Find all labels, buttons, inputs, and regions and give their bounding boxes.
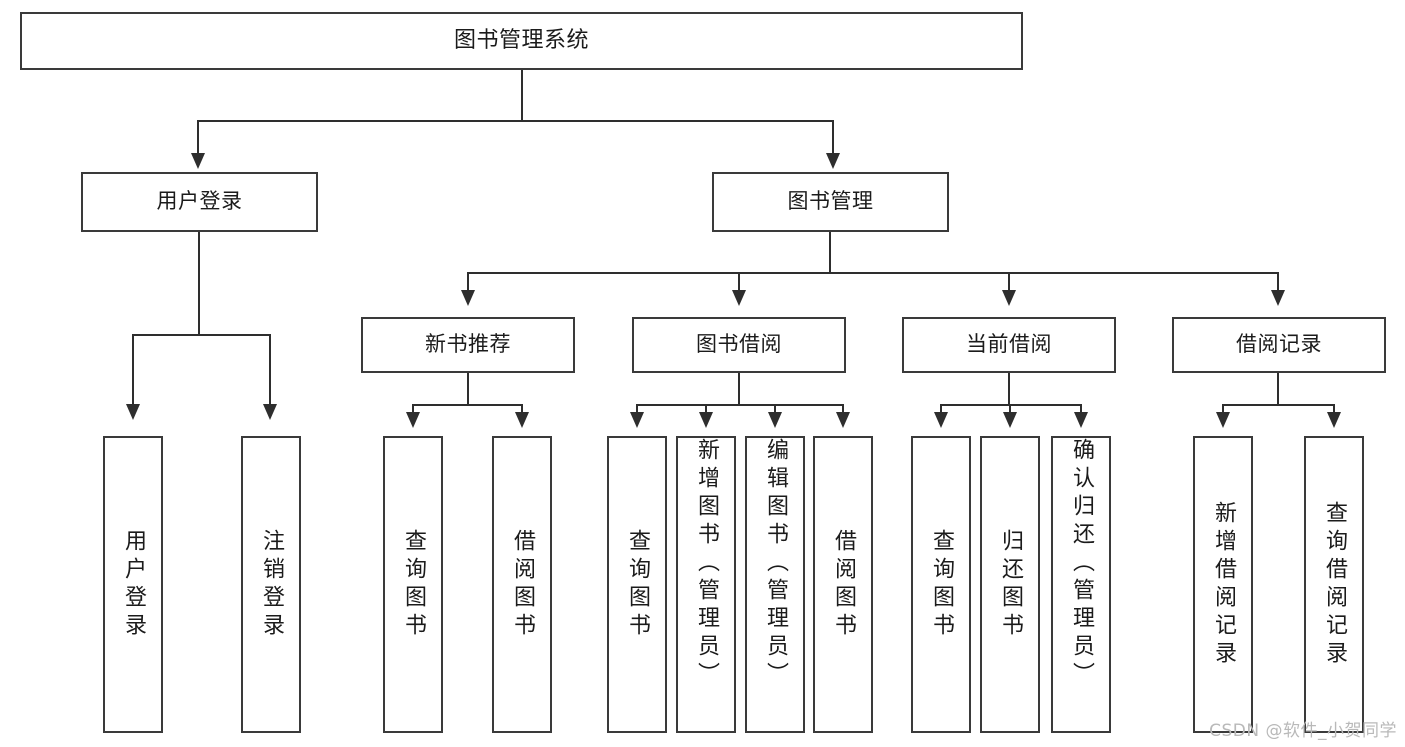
edge-cb-to-leaf-3 (1080, 404, 1082, 416)
edge-user-login-bar (132, 334, 269, 336)
edge-cb-to-leaf-2 (1009, 404, 1011, 416)
node-label: 图书管理系统 (453, 27, 589, 53)
node-label: 确认归还（管理员） (1069, 438, 1094, 690)
arrowhead-current-borrow (1002, 290, 1016, 306)
node-label: 注销登录 (259, 528, 284, 641)
node-label: 借阅图书 (510, 528, 535, 641)
arrowhead-bb-leaf-3 (768, 412, 782, 428)
node-borrow-record[interactable]: 借阅记录 (1172, 317, 1386, 373)
node-label: 查询图书 (929, 528, 954, 641)
edge-br-bar (1222, 404, 1335, 406)
edge-user-login-trunk (198, 232, 200, 336)
edge-br-trunk (1277, 373, 1279, 406)
edge-bb-to-leaf-3 (774, 404, 776, 416)
arrowhead-nbr-leaf-1 (406, 412, 420, 428)
node-label: 新增图书（管理员） (694, 438, 719, 690)
edge-cb-bar (940, 404, 1082, 406)
leaf-br-query-record[interactable]: 查询借阅记录 (1304, 436, 1364, 733)
edge-to-borrow-record (1277, 272, 1279, 292)
node-label: 新增借阅记录 (1211, 500, 1236, 669)
node-current-borrow[interactable]: 当前借阅 (902, 317, 1116, 373)
node-label: 用户登录 (156, 189, 243, 214)
node-new-book-recommend[interactable]: 新书推荐 (361, 317, 575, 373)
arrowhead-bb-leaf-2 (699, 412, 713, 428)
leaf-cb-query-book[interactable]: 查询图书 (911, 436, 971, 733)
node-label: 查询图书 (401, 528, 426, 641)
edge-bb-to-leaf-1 (636, 404, 638, 416)
node-label: 新书推荐 (425, 332, 511, 357)
edge-nbr-trunk (467, 373, 469, 406)
node-label: 编辑图书（管理员） (763, 438, 788, 690)
edge-nbr-bar (412, 404, 523, 406)
arrowhead-new-book-recommend (461, 290, 475, 306)
node-root-system[interactable]: 图书管理系统 (20, 12, 1023, 70)
node-book-manage[interactable]: 图书管理 (712, 172, 949, 232)
edge-to-current-borrow (1008, 272, 1010, 292)
edge-to-book-borrow (738, 272, 740, 292)
edge-bb-trunk (738, 373, 740, 406)
arrowhead-cb-leaf-2 (1003, 412, 1017, 428)
node-label: 查询借阅记录 (1322, 500, 1347, 669)
arrowhead-book-manage (826, 153, 840, 169)
leaf-nbr-query-book[interactable]: 查询图书 (383, 436, 443, 733)
node-book-borrow[interactable]: 图书借阅 (632, 317, 846, 373)
arrowhead-leaf-user-login (126, 404, 140, 420)
edge-root-to-user-login (197, 120, 199, 156)
node-label: 借阅记录 (1236, 332, 1322, 357)
leaf-user-login[interactable]: 用户登录 (103, 436, 163, 733)
leaf-logout[interactable]: 注销登录 (241, 436, 301, 733)
edge-cb-trunk (1008, 373, 1010, 406)
edge-bb-bar (636, 404, 844, 406)
arrowhead-bb-leaf-4 (836, 412, 850, 428)
leaf-bb-query-book[interactable]: 查询图书 (607, 436, 667, 733)
arrowhead-borrow-record (1271, 290, 1285, 306)
leaf-bb-borrow-book[interactable]: 借阅图书 (813, 436, 873, 733)
node-label: 查询图书 (625, 528, 650, 641)
arrowhead-br-leaf-2 (1327, 412, 1341, 428)
edge-cb-to-leaf-1 (940, 404, 942, 416)
edge-nbr-to-leaf-2 (521, 404, 523, 416)
edge-to-leaf-logout (269, 334, 271, 406)
leaf-nbr-borrow-book[interactable]: 借阅图书 (492, 436, 552, 733)
leaf-cb-return-book[interactable]: 归还图书 (980, 436, 1040, 733)
edge-book-manage-trunk (829, 232, 831, 274)
edge-root-trunk (521, 70, 523, 121)
node-user-login[interactable]: 用户登录 (81, 172, 318, 232)
node-label: 归还图书 (998, 528, 1023, 641)
edge-root-bar (197, 120, 834, 122)
node-label: 图书管理 (787, 189, 874, 214)
node-label: 图书借阅 (696, 332, 782, 357)
edge-book-manage-bar (467, 272, 1279, 274)
edge-br-to-leaf-2 (1333, 404, 1335, 416)
edge-to-new-book-recommend (467, 272, 469, 292)
arrowhead-book-borrow (732, 290, 746, 306)
edge-nbr-to-leaf-1 (412, 404, 414, 416)
arrowhead-user-login (191, 153, 205, 169)
edge-to-leaf-user-login (132, 334, 134, 406)
leaf-bb-add-book-admin[interactable]: 新增图书（管理员） (676, 436, 736, 733)
edge-root-to-book-manage (832, 120, 834, 156)
arrowhead-cb-leaf-1 (934, 412, 948, 428)
leaf-cb-confirm-return-admin[interactable]: 确认归还（管理员） (1051, 436, 1111, 733)
arrowhead-nbr-leaf-2 (515, 412, 529, 428)
leaf-bb-edit-book-admin[interactable]: 编辑图书（管理员） (745, 436, 805, 733)
edge-br-to-leaf-1 (1222, 404, 1224, 416)
arrowhead-cb-leaf-3 (1074, 412, 1088, 428)
edge-bb-to-leaf-4 (842, 404, 844, 416)
arrowhead-leaf-logout (263, 404, 277, 420)
node-label: 借阅图书 (831, 528, 856, 641)
node-label: 用户登录 (121, 528, 146, 641)
node-label: 当前借阅 (966, 332, 1052, 357)
edge-bb-to-leaf-2 (705, 404, 707, 416)
leaf-br-add-record[interactable]: 新增借阅记录 (1193, 436, 1253, 733)
arrowhead-br-leaf-1 (1216, 412, 1230, 428)
arrowhead-bb-leaf-1 (630, 412, 644, 428)
